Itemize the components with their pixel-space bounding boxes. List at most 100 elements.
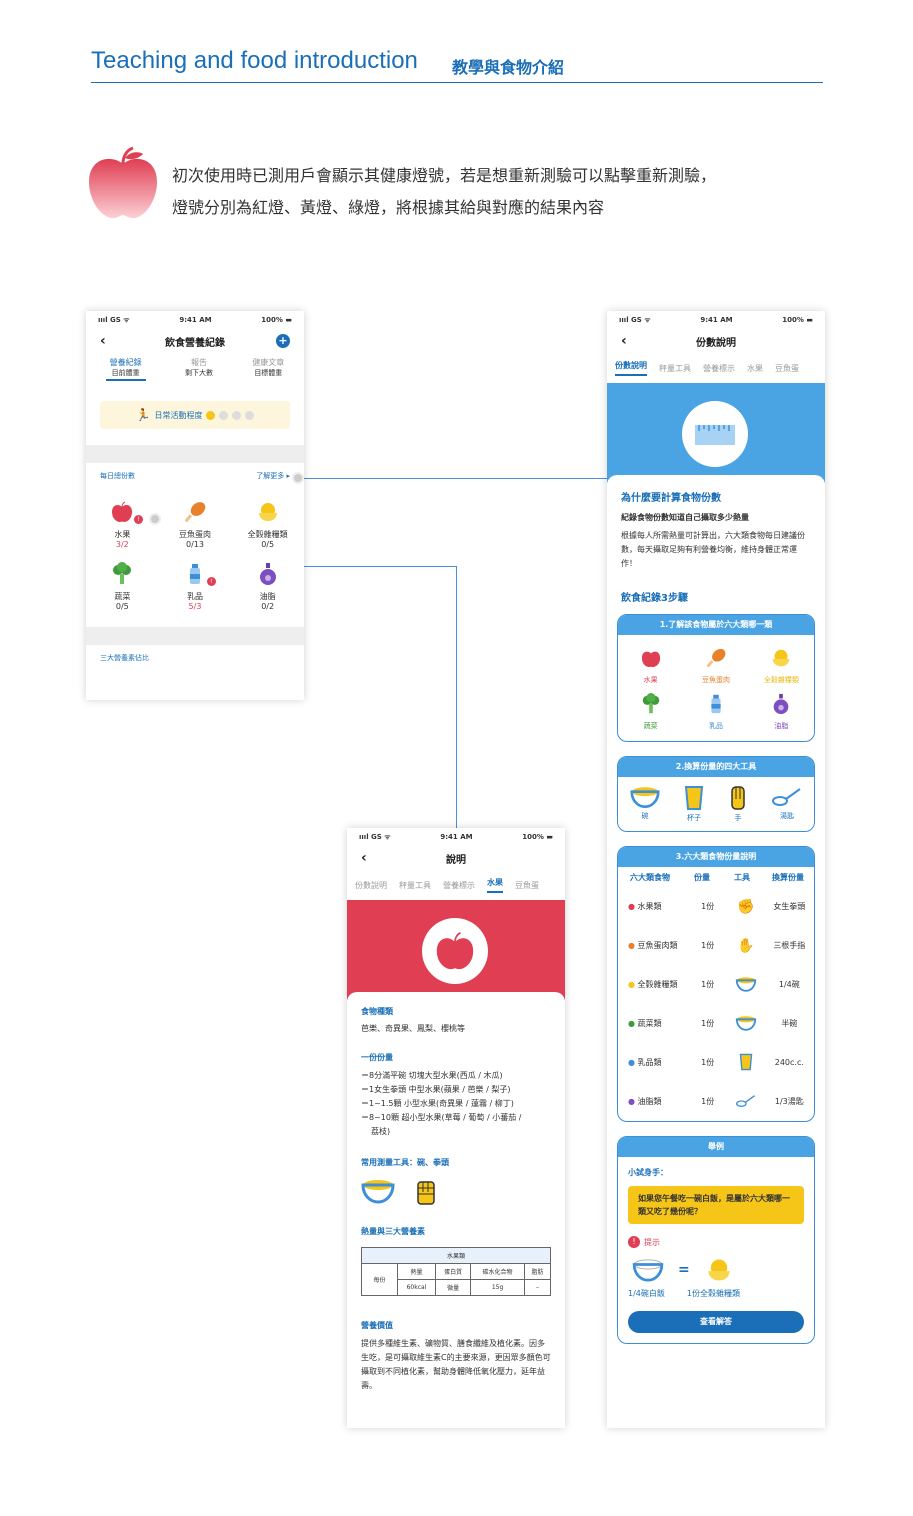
oil-bottle-icon (768, 691, 794, 717)
back-chevron-icon[interactable]: ‹ (361, 850, 367, 866)
drumstick-icon: ● (628, 941, 635, 950)
tab-label: 健康文章 (252, 358, 285, 367)
table-col: 熱量 (397, 1263, 436, 1280)
tab-nutrition-label[interactable]: 營養標示 (443, 880, 475, 890)
tools-row (361, 1178, 551, 1208)
connector-dot (292, 472, 304, 484)
food-name: 蔬菜 (114, 592, 131, 601)
screen-title: 飲食營養紀錄 (165, 337, 225, 349)
food-label: 油脂 (774, 722, 789, 730)
phone-fruit-explanation: ıııl GS ᯤ 9:41 AM 100% ▬ ‹ 說明 份數說明 秤量工具 … (347, 828, 565, 1428)
view-answer-button[interactable]: 查看解答 (628, 1311, 804, 1333)
row-qty: 1份 (701, 941, 715, 950)
learn-more-link[interactable]: 了解更多 ▸ (256, 472, 290, 480)
row-conv: 女生拳頭 (773, 902, 806, 911)
back-chevron-icon[interactable]: ‹ (100, 333, 106, 349)
tab-protein[interactable]: 豆魚蛋 (775, 363, 799, 373)
back-chevron-icon[interactable]: ‹ (621, 333, 627, 349)
running-person-icon: 🏃 (135, 408, 151, 422)
section-title: 一份份量 (361, 1053, 393, 1062)
rice-bowl-icon (768, 645, 794, 671)
status-bar: ıııl GS ᯤ 9:41 AM 100% ▬ (347, 828, 565, 846)
status-bar: ıııl GS ᯤ 9:41 AM 100% ▬ (607, 311, 825, 329)
step-header: 2.換算份量的四大工具 (618, 757, 814, 777)
tab-bar: 份數說明 秤量工具 營養標示 水果 豆魚蛋 (347, 874, 565, 896)
food-grid: ! 水果 3/2 豆魚蛋肉 0/13 全穀雜糧類 0/5 蔬菜 0/5 ! 乳品… (86, 499, 304, 611)
step-header: 1.了解該食物屬於六大類哪一類 (618, 615, 814, 635)
tool-bowl: 碗 (630, 785, 660, 823)
activity-level-card[interactable]: 🏃 日常活動程度 (100, 401, 290, 429)
food-item-dairy[interactable]: ! 乳品 5/3 (159, 561, 232, 611)
section-divider (86, 445, 304, 463)
fruit-content: 食物種類 芭樂、奇異果、鳳梨、櫻桃等 一份份量 ＝8分滿平碗 切塊大型水果(西瓜… (347, 992, 565, 1393)
food-name: 豆魚蛋肉 (178, 530, 211, 539)
tool-hand: 手 (728, 785, 748, 823)
step2-card: 2.換算份量的四大工具 碗 杯子 手 湯匙 (617, 756, 815, 832)
drumstick-icon (703, 645, 729, 671)
tab-nutrition-label[interactable]: 營養標示 (703, 363, 735, 373)
portion-banner (607, 383, 825, 483)
portion-line: ＝1~1.5顆 小型水果(奇異果 / 蓮霧 / 柳丁) (361, 1099, 514, 1108)
why-text: 根據每人所需熱量可計算出，六大類食物每日建議份數，每天攝取足夠有利營養均衡，維持… (621, 531, 805, 568)
carrier-signal: ıııl GS ᯤ (619, 315, 651, 324)
tab-portion[interactable]: 份數說明 (615, 360, 647, 376)
section-title: 飲食紀錄3步驟 (621, 593, 688, 604)
tab-protein[interactable]: 豆魚蛋 (515, 880, 539, 890)
oil-bottle-icon (255, 561, 281, 587)
food-item-grain[interactable]: 全穀雜糧類 0/5 (231, 499, 304, 549)
macro-ratio-title: 三大營養素佔比 (100, 654, 149, 662)
table-cell: 15g (470, 1279, 525, 1296)
col-head: 工具 (734, 872, 750, 882)
drumstick-icon (182, 499, 208, 525)
tool-cup: 杯子 (684, 785, 704, 823)
section-title: 為什麼要計算食物份數 (621, 493, 721, 504)
food-label: 蔬菜 (643, 722, 658, 730)
intro-line-2: 燈號分別為紅燈、黃燈、綠燈，將根據其給與對應的結果內容 (172, 198, 605, 217)
table-head: 水果類 (361, 1247, 551, 1264)
milk-bottle-icon (182, 561, 208, 587)
food-item-vegetable[interactable]: 蔬菜 0/5 (86, 561, 159, 611)
section-title: 食物種類 (361, 1007, 393, 1016)
food-item-fruit[interactable]: ! 水果 3/2 (86, 499, 159, 549)
tab-portion[interactable]: 份數說明 (355, 880, 387, 890)
milk-bottle-icon: ● (628, 1058, 635, 1067)
status-bar: ıııl GS ᯤ 9:41 AM 100% ▬ (86, 311, 304, 329)
food-name: 水果 (114, 530, 131, 539)
row-qty: 1份 (701, 980, 715, 989)
hand-icon (731, 786, 745, 810)
food-item-oil[interactable]: 油脂 0/2 (231, 561, 304, 611)
table-cell: 微量 (434, 1279, 472, 1296)
eq-left-label: 1/4碗白飯 (628, 1289, 665, 1298)
nutrition-value-text: 提供多種維生素、礦物質、膳食纖維及植化素。因多生吃，是可攝取維生素C的主要來源，… (361, 1339, 551, 1390)
example-card: 舉例 小試身手： 如果您午餐吃一碗白飯，是屬於六大類哪一類又吃了幾份呢？ ! 提… (617, 1136, 815, 1344)
tab-report[interactable]: 報告 剩下大數 (185, 357, 213, 381)
row-conv: 1/4碗 (778, 980, 800, 989)
portion-line: ＝1女生拳頭 中型水果(蘋果 / 芭樂 / 梨子) (361, 1085, 511, 1094)
tab-tools[interactable]: 秤量工具 (399, 880, 431, 890)
tool-label: 手 (734, 814, 742, 822)
tab-nutrition-record[interactable]: 營養紀錄 目前體重 (105, 357, 146, 381)
page-title-en: Teaching and food introduction (91, 47, 418, 74)
status-time: 9:41 AM (179, 316, 212, 324)
oil-bottle-icon: ● (628, 1097, 635, 1106)
tab-health-article[interactable]: 健康文章 目標體重 (252, 357, 284, 381)
food-value: 0/13 (186, 540, 204, 549)
tab-fruit[interactable]: 水果 (747, 363, 763, 373)
level-dot (206, 410, 216, 420)
spoon-icon (727, 1093, 765, 1111)
food-label: 乳品 (708, 722, 723, 730)
eq-right-label: 1份全穀雜糧類 (686, 1289, 740, 1298)
food-value: 0/5 (261, 540, 275, 549)
apple-icon: ● (628, 902, 635, 911)
alert-icon: ! (628, 1236, 640, 1248)
food-item-protein[interactable]: 豆魚蛋肉 0/13 (159, 499, 232, 549)
tab-tools[interactable]: 秤量工具 (659, 363, 691, 373)
add-icon[interactable]: + (276, 334, 290, 348)
table-cell: – (523, 1279, 552, 1296)
battery-indicator: 100% ▬ (782, 316, 813, 324)
tab-fruit[interactable]: 水果 (487, 877, 503, 893)
